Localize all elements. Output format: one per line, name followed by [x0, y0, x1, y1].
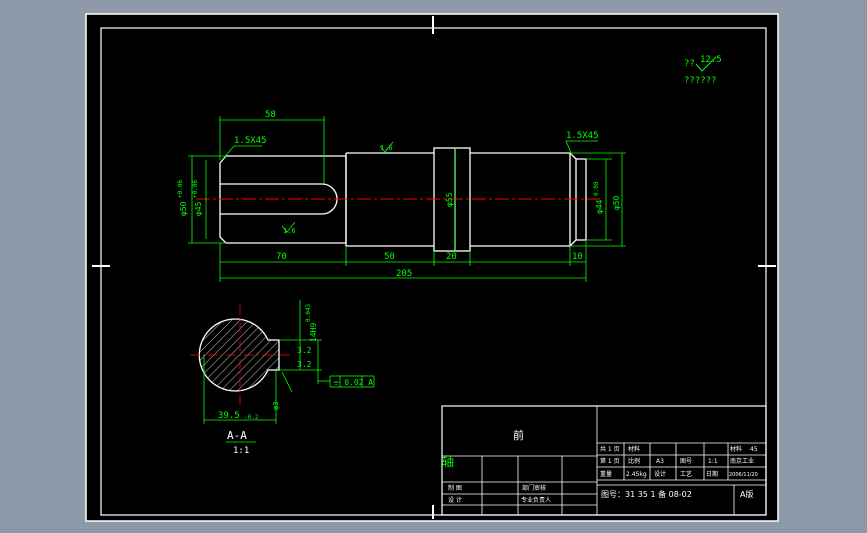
sec-dim-angle: φ3	[272, 402, 280, 410]
dim-dia-key: φ45	[194, 201, 203, 216]
dim-chamfer-right: 1.5X45	[566, 131, 599, 141]
outer-border	[85, 13, 779, 522]
tb-weight-v: 2.45kg	[626, 471, 647, 478]
dim-dia-outer-left: φ50	[179, 201, 188, 216]
dim-tol-right-inner: 0.08	[593, 181, 600, 196]
roughness-note: ?? 12.5 ??????	[684, 55, 722, 86]
sec-small1: 3.2	[297, 346, 312, 355]
tb-mat-label: 材料	[730, 445, 742, 453]
sec-keyway-depth: 14H9	[309, 323, 318, 342]
tb-r1v-2: A3	[656, 458, 664, 465]
tb-unit-v: 南京工业	[730, 457, 754, 465]
tb-part: 轴	[442, 454, 454, 469]
dimensions	[188, 116, 626, 282]
tb-r1-0: 共 1 页	[600, 445, 620, 453]
sec-dim-dia-tol: -0.2	[244, 414, 259, 421]
tb-role-0: 制 图	[448, 484, 462, 492]
section-dims	[203, 300, 375, 443]
tb-name: 前	[513, 428, 524, 442]
sec-label: A-A	[227, 429, 247, 442]
dim-dia-right-inner: φ44	[595, 199, 604, 214]
dim-seg3: 20	[446, 252, 457, 262]
sec-tolerance-frame: ⌯ 0.02 A	[333, 378, 373, 387]
section-texts: 14H9 0.043 3.2 3.2 ⌯ 0.02 A 39.5 -0.2 φ3…	[218, 304, 373, 456]
section-view	[190, 305, 290, 405]
tb-dept-1: 专业负责人	[521, 496, 551, 504]
roughness-value: 12.5	[700, 55, 722, 65]
dim-seg2: 50	[384, 252, 395, 262]
dim-total: 205	[396, 269, 412, 279]
dim-rough-bottom: 1.6	[283, 227, 296, 235]
tb-r1v-3: 1:1	[708, 458, 718, 465]
tb-dept-0: 部门审核	[522, 484, 546, 492]
sheet-background	[86, 14, 778, 521]
tb-r1-2: 材料	[628, 445, 640, 453]
sec-keyway-tol: 0.043	[305, 304, 312, 322]
tb-r1-4: 图号	[680, 458, 692, 465]
sec-small2: 3.2	[297, 360, 312, 369]
sec-scale: 1:1	[233, 446, 249, 456]
tb-date: 日期	[706, 470, 718, 478]
tb-mat-v: 45	[750, 446, 758, 453]
tb-sheet: A版	[740, 489, 753, 499]
dim-rough-top: 1.6	[380, 144, 393, 152]
dim-dia-collar: φ55	[445, 192, 454, 207]
tb-drawing-no: 图号：31 35 1 备 08-02	[601, 489, 692, 499]
title-block	[441, 405, 767, 516]
tb-design: 设计	[654, 470, 666, 478]
center-marks	[92, 16, 776, 519]
roughness-note-text: ??	[684, 59, 695, 69]
tb-r1-3: 比例	[628, 457, 640, 465]
dim-tol-outer-left: +0.06	[177, 180, 184, 198]
dim-dia-right: φ50	[612, 195, 621, 210]
dim-chamfer-left: 1.5X45	[234, 136, 267, 146]
tb-date-v: 2006/11/20	[729, 472, 758, 478]
tb-role-1: 设 计	[448, 496, 462, 504]
dimension-texts: 58 1.5X45 1.5X45 1.6 1.6 70 50 20 10 205…	[177, 110, 621, 279]
dim-key-length: 58	[265, 110, 276, 120]
dim-seg4: 10	[572, 252, 583, 262]
tb-process: 工艺	[680, 470, 692, 478]
tb-weight: 重量	[600, 470, 612, 478]
roughness-remark: ??????	[684, 76, 717, 86]
tb-r1-1: 第 1 页	[600, 457, 620, 465]
dim-seg1: 70	[276, 252, 287, 262]
sec-dim-dia: 39.5	[218, 411, 240, 421]
dim-tol-key: +0.06	[192, 180, 199, 198]
title-block-texts: 前 轴 共 1 页 第 1 页 材料 比例 A3 图号 1:1 材料 45 南京…	[442, 428, 758, 504]
